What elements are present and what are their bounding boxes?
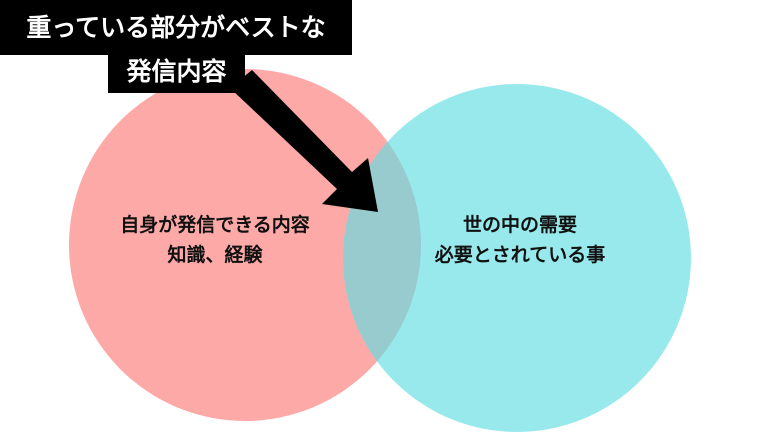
left-label-line1: 自身が発信できる内容 [120, 214, 310, 236]
right-circle-label: 世の中の需要 必要とされている事 [420, 210, 620, 270]
right-circle [343, 84, 691, 432]
left-label-line2: 知識、経験 [167, 244, 263, 266]
arrow-icon [230, 70, 378, 212]
right-label-line2: 必要とされている事 [434, 244, 606, 266]
callout-box-line1: 重っている部分がベストな [0, 0, 352, 55]
callout-box-line2: 発信内容 [108, 54, 245, 93]
left-circle-label: 自身が発信できる内容 知識、経験 [80, 210, 350, 270]
right-label-line1: 世の中の需要 [462, 214, 577, 236]
